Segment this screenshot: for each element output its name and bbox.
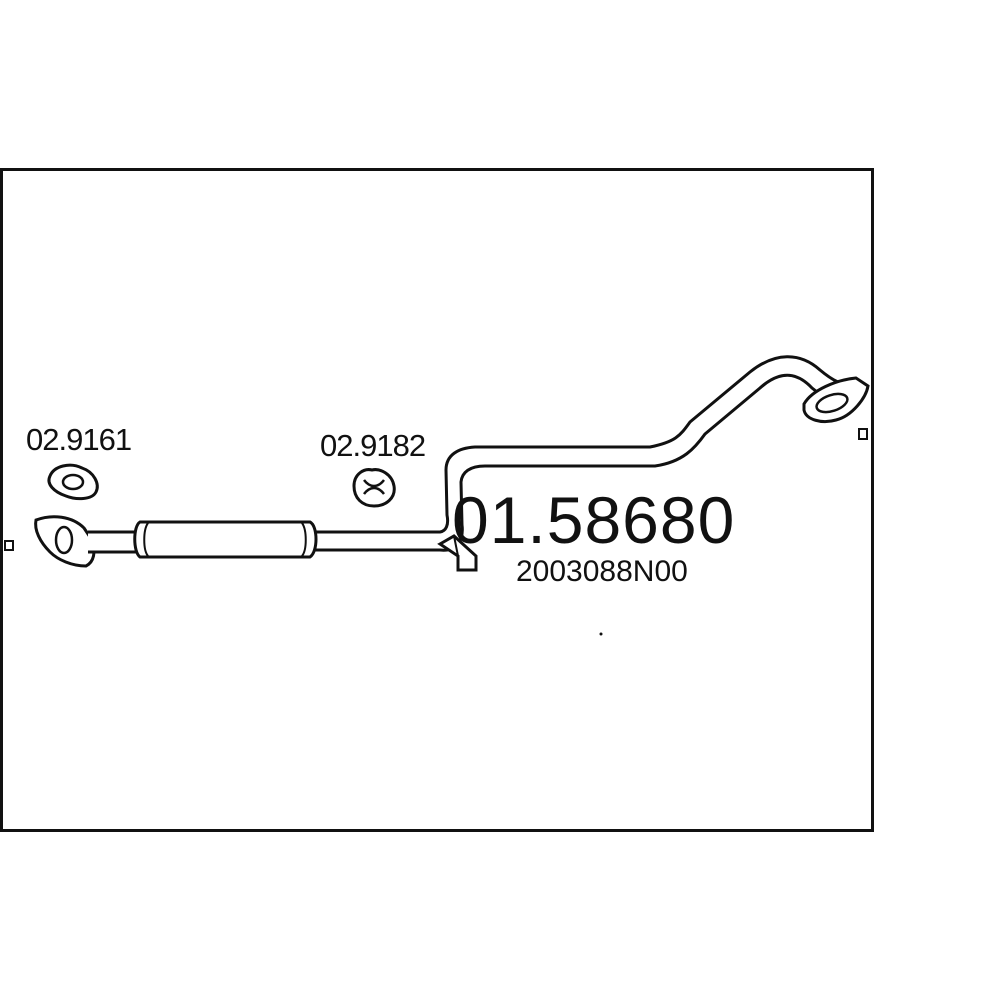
gasket-icon xyxy=(47,463,99,501)
stray-dot xyxy=(599,632,603,636)
gasket-part-number: 02.9161 xyxy=(26,422,132,457)
diagram-frame xyxy=(0,168,874,832)
rear-pipe-icon xyxy=(314,355,857,552)
front-pipe-icon xyxy=(88,530,140,554)
main-part-number: 01.58680 xyxy=(452,483,736,557)
middle-silencer-icon xyxy=(133,520,318,559)
front-flange-icon xyxy=(34,515,96,568)
hanger-bracket-icon xyxy=(437,534,478,572)
rear-flange-icon xyxy=(802,376,870,424)
rubber-mount-icon xyxy=(352,468,396,508)
frame-marker-left xyxy=(4,540,14,551)
rubber-mount-part-number: 02.9182 xyxy=(320,428,426,463)
oe-part-number: 2003088N00 xyxy=(516,555,688,588)
frame-marker-right xyxy=(858,428,868,440)
